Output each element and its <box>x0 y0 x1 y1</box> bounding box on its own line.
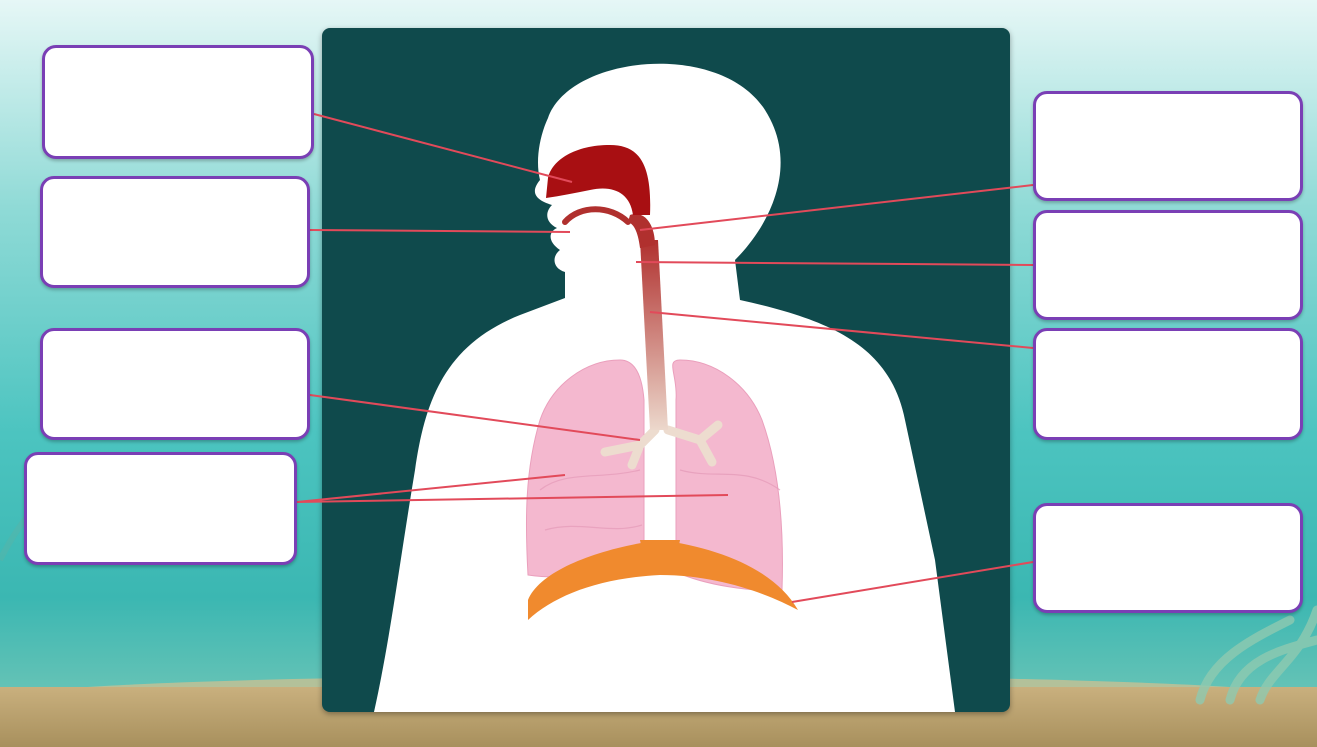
label-box-pharynx[interactable] <box>1033 91 1303 201</box>
label-box-bronchi[interactable] <box>40 328 310 440</box>
label-box-larynx[interactable] <box>1033 210 1303 320</box>
label-box-diaphragm[interactable] <box>1033 503 1303 613</box>
label-box-nasal-cavity[interactable] <box>42 45 314 159</box>
diagram-panel <box>322 28 1010 712</box>
label-box-mouth[interactable] <box>40 176 310 288</box>
label-box-lungs[interactable] <box>24 452 297 565</box>
label-box-trachea[interactable] <box>1033 328 1303 440</box>
